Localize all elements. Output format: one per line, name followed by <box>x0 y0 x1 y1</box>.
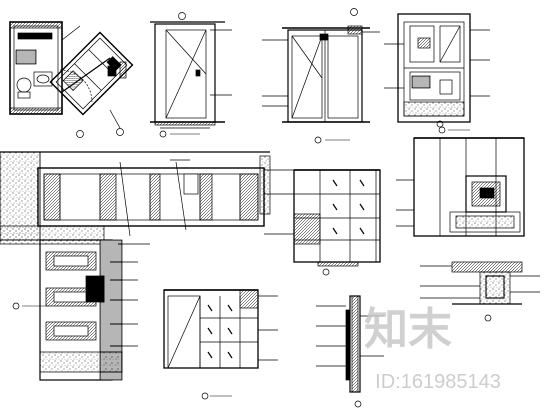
joint-detail <box>420 261 540 322</box>
tiled-wall-elevation <box>264 169 381 276</box>
watermark-id: ID:161985143 <box>375 371 501 393</box>
watermark-logo: 知末 <box>364 305 452 354</box>
cabinet-elevation <box>384 13 490 134</box>
watermark: 知末 ID:161985143 <box>364 305 501 393</box>
vertical-section-detail <box>316 295 384 408</box>
wall-plan-detail <box>12 239 150 381</box>
wall-section-long <box>0 151 271 245</box>
door-elevation-a <box>150 12 232 138</box>
bathroom-plan <box>9 21 134 138</box>
door-tile-elevation <box>163 289 278 400</box>
door-elevation-b <box>262 8 380 144</box>
niche-elevation <box>396 120 525 237</box>
